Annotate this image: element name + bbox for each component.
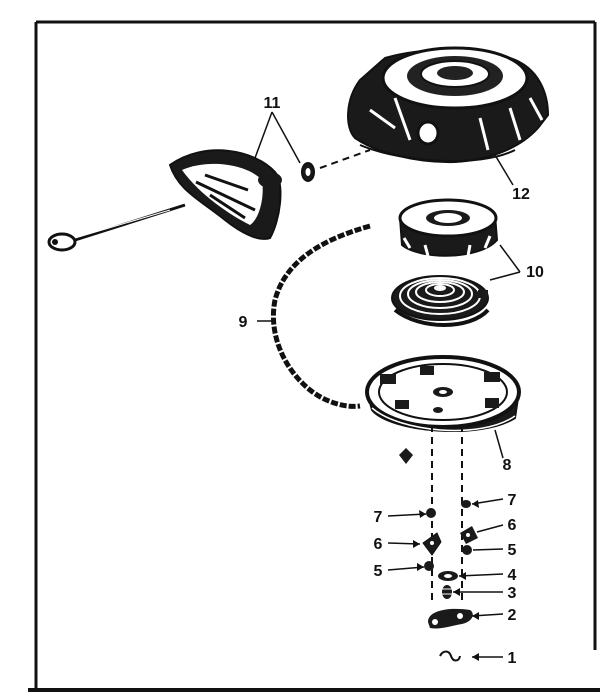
- callout-7-left: 7: [374, 509, 383, 526]
- callout-3: 3: [508, 585, 517, 602]
- part-1-clip: [439, 650, 461, 662]
- diagram-frame: [28, 20, 600, 692]
- part-12-housing: [347, 46, 550, 164]
- part-6-right-pawl: [460, 526, 478, 544]
- part-10-spring: [391, 275, 490, 327]
- callout-7-right: 7: [508, 492, 517, 509]
- part-9-rope: [270, 223, 371, 409]
- part-11-grommet: [301, 162, 315, 182]
- part-2-retainer: [428, 608, 473, 629]
- callout-5-right: 5: [508, 542, 517, 559]
- callout-1: 1: [508, 650, 517, 667]
- part-5-right-spring: [462, 545, 472, 555]
- part-7-left: [426, 508, 436, 518]
- callout-10: 10: [526, 264, 544, 281]
- callout-12: 12: [512, 186, 530, 203]
- leader-arrowheads: [413, 500, 479, 661]
- part-5-left-spring: [424, 561, 434, 571]
- part-3-spring: [442, 585, 452, 599]
- part-11-handle: [47, 149, 282, 252]
- callout-6-right: 6: [508, 517, 517, 534]
- part-4-washer: [438, 571, 458, 581]
- callout-9: 9: [239, 314, 248, 331]
- part-6-left-pawl: [422, 532, 442, 556]
- part-8-pulley: [365, 355, 521, 432]
- callout-11: 11: [264, 95, 281, 112]
- callout-6-left: 6: [374, 536, 383, 553]
- callout-8: 8: [503, 457, 512, 474]
- callout-2: 2: [508, 607, 517, 624]
- part-10-spring-cover: [398, 198, 499, 257]
- callout-5-left: 5: [374, 563, 383, 580]
- callout-4: 4: [508, 567, 517, 584]
- part-7-right: [461, 500, 471, 508]
- part-small-nut: [399, 448, 413, 464]
